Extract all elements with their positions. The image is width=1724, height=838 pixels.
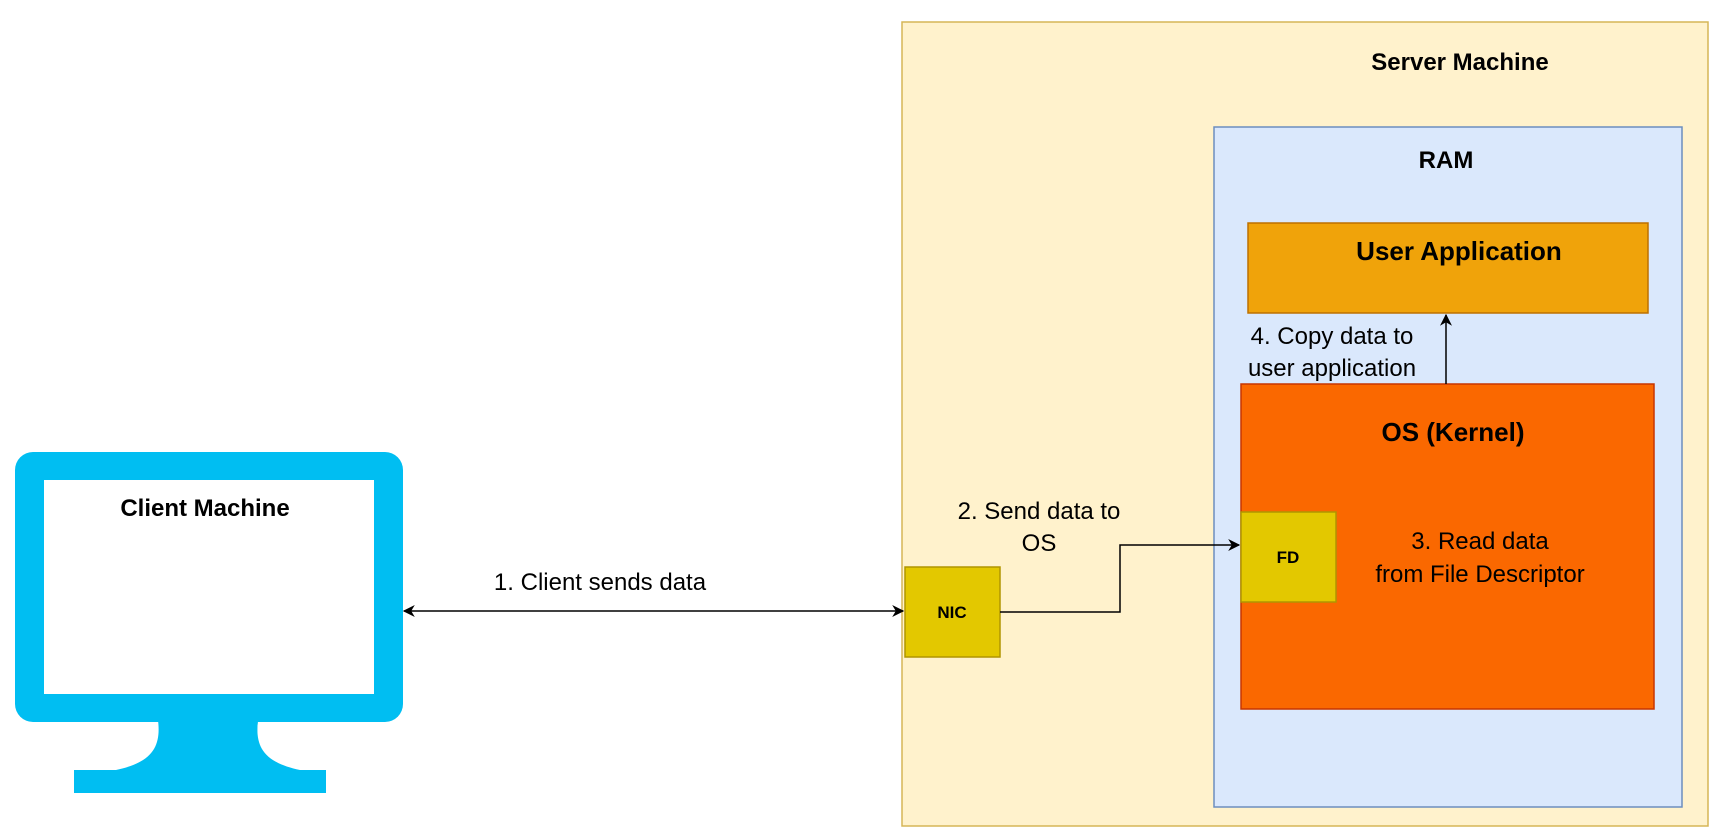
monitor-screen bbox=[44, 480, 374, 694]
user-application: User Application bbox=[1247, 222, 1649, 314]
nic-fd-label-line2: OS bbox=[1022, 530, 1057, 557]
client-machine-label: Client Machine bbox=[120, 495, 289, 522]
nic-fd-arrow bbox=[1000, 539, 1241, 613]
user-application-label: User Application bbox=[1356, 236, 1562, 266]
fd-box bbox=[1240, 511, 1337, 603]
edge-nic-fd: 2. Send data to OS bbox=[958, 498, 1241, 613]
nic-label: NIC bbox=[937, 603, 966, 622]
fd: FD bbox=[1240, 511, 1337, 603]
ram-label: RAM bbox=[1419, 147, 1474, 174]
kernel-app-label-line2: user application bbox=[1248, 355, 1416, 382]
nic-box bbox=[904, 566, 1001, 658]
monitor-icon bbox=[15, 452, 403, 793]
client-machine: Client Machine bbox=[15, 452, 403, 793]
nic: NIC bbox=[904, 566, 1001, 658]
edge-kernel-app: 4. Copy data to user application bbox=[1248, 313, 1452, 384]
edge-client-nic: 1. Client sends data bbox=[402, 569, 905, 617]
client-nic-label: 1. Client sends data bbox=[494, 569, 707, 596]
kernel-note-line2: from File Descriptor bbox=[1375, 561, 1584, 588]
fd-label: FD bbox=[1277, 548, 1300, 567]
os-kernel-label: OS (Kernel) bbox=[1381, 417, 1524, 447]
server-machine-label: Server Machine bbox=[1371, 49, 1548, 76]
kernel-app-label-line1: 4. Copy data to bbox=[1251, 323, 1414, 350]
monitor-stand bbox=[74, 720, 326, 793]
nic-fd-label-line1: 2. Send data to bbox=[958, 498, 1121, 525]
user-application-box bbox=[1247, 222, 1649, 314]
kernel-note-line1: 3. Read data bbox=[1411, 528, 1549, 555]
